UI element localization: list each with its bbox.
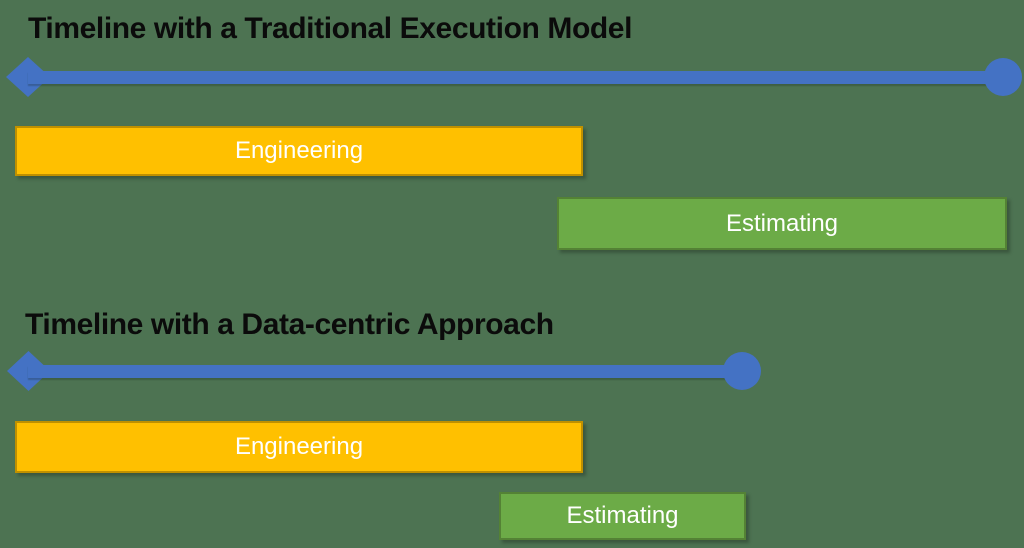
engineering-bar: Engineering xyxy=(15,126,583,176)
bar-label: Estimating xyxy=(725,209,839,237)
bar-label: Engineering xyxy=(234,137,364,164)
circle-end-icon xyxy=(984,58,1022,96)
estimating-bar: Estimating xyxy=(557,197,1007,250)
timeline-line xyxy=(28,71,1000,84)
bar-label: Estimating xyxy=(566,502,679,529)
estimating-bar: Estimating xyxy=(499,492,746,540)
circle-end-icon xyxy=(723,352,761,390)
engineering-bar: Engineering xyxy=(15,421,583,473)
bar-label: Engineering xyxy=(234,433,364,460)
timeline-line xyxy=(28,365,742,378)
timeline-title: Timeline with a Data-centric Approach xyxy=(25,308,554,341)
timeline-title: Timeline with a Traditional Execution Mo… xyxy=(28,12,633,45)
